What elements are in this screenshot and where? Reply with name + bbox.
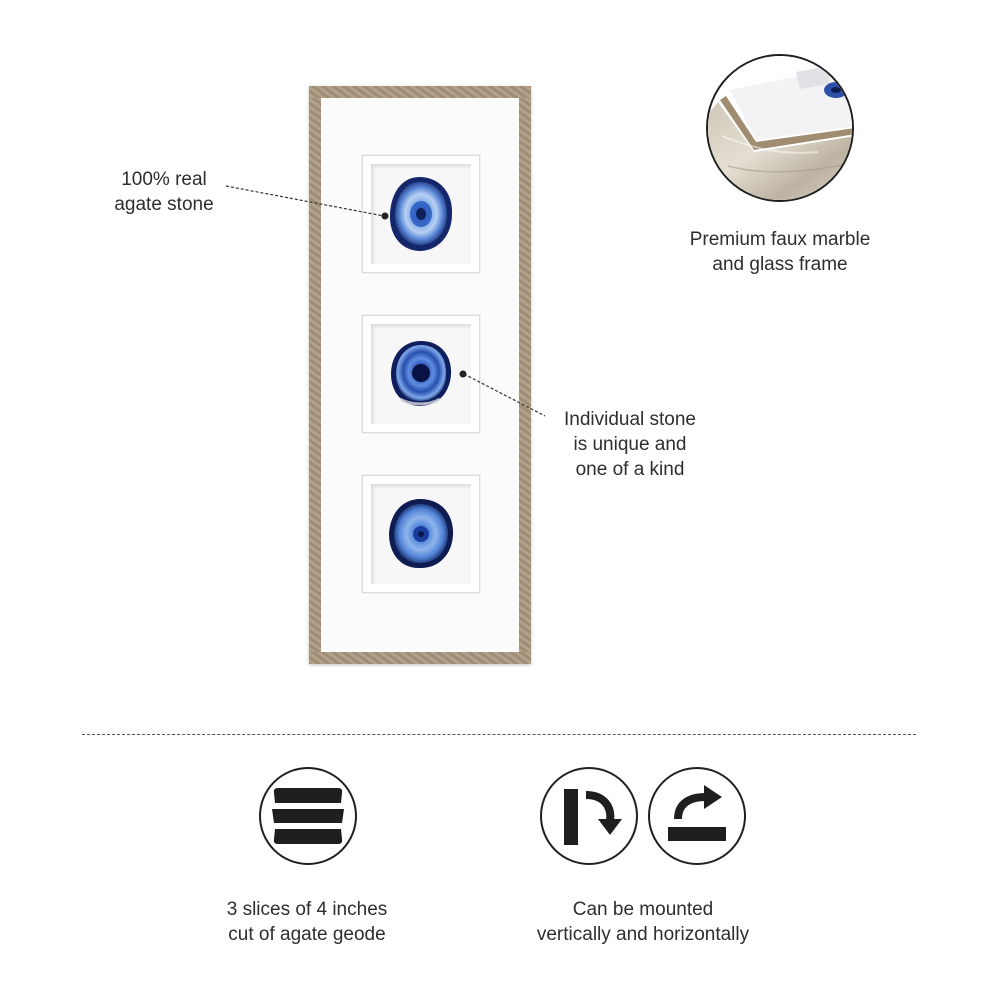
stacked-slices-icon [259,767,357,865]
stone-window-2 [362,315,480,433]
vertical-mount-icon [540,767,638,865]
mounting-feature-line1: Can be mounted [572,899,714,920]
mounting-feature-line2: vertically and horizontally [536,924,750,945]
agate-slice-1 [389,176,453,251]
unique-callout-line2: is unique and [573,434,687,455]
white-mat [321,98,519,652]
product-frame [309,86,531,664]
frame-callout-line1: Premium faux marble [689,229,871,250]
frame-corner-zoom [706,54,854,202]
horizontal-mount-icon [648,767,746,865]
slices-feature-line2: cut of agate geode [228,924,386,945]
slices-feature-text: 3 slices of 4 inches cut of agate geode [177,897,437,947]
agate-slice-3 [389,498,454,569]
mounting-feature-text: Can be mounted vertically and horizontal… [493,897,793,947]
slices-feature-line1: 3 slices of 4 inches [226,899,388,920]
unique-callout: Individual stone is unique and one of a … [540,407,720,482]
stone-window-1 [362,155,480,273]
agate-callout: 100% real agate stone [96,167,232,217]
frame-callout: Premium faux marble and glass frame [660,227,900,277]
frame-corner-detail [708,56,852,200]
unique-callout-line1: Individual stone [563,409,697,430]
unique-callout-line3: one of a kind [575,459,685,480]
section-divider [82,734,916,735]
agate-callout-line1: 100% real [121,169,207,190]
stone-window-3 [362,475,480,593]
agate-slice-2 [391,341,452,406]
frame-callout-line2: and glass frame [712,254,848,275]
agate-callout-line2: agate stone [114,194,214,215]
